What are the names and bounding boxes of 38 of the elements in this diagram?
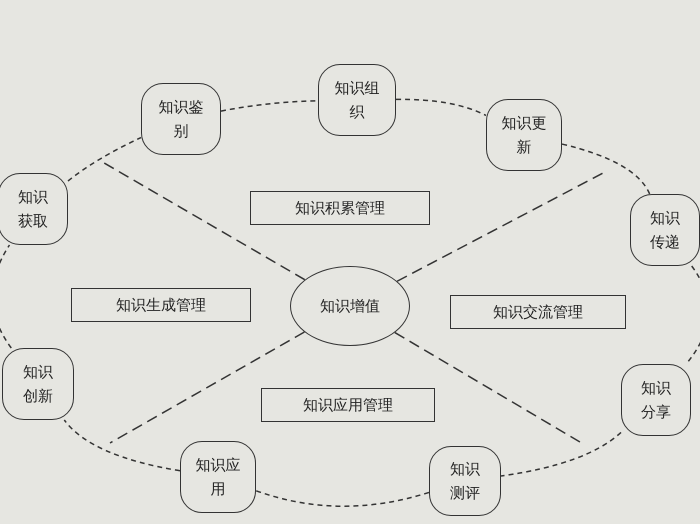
node-label: 知识分享 <box>640 378 672 423</box>
dashed-arc <box>64 420 180 472</box>
node-label: 知识组织 <box>334 78 380 123</box>
rounded-box <box>630 194 700 266</box>
dashed-arc <box>562 143 650 194</box>
node-label: 知识生成管理 <box>116 295 206 316</box>
rounded-box <box>180 441 256 513</box>
rounded-box <box>621 364 691 436</box>
dashed-arc <box>500 432 622 477</box>
node-label: 知识应用管理 <box>303 395 393 416</box>
rectangle-box <box>250 191 430 225</box>
node-label: 知识创新 <box>22 362 54 407</box>
node-label: 知识更新 <box>501 113 547 158</box>
rounded-box <box>429 446 501 516</box>
node-label: 知识测评 <box>449 459 481 504</box>
node-label: 知识积累管理 <box>295 198 385 219</box>
dashed-arc <box>396 98 486 116</box>
dashed-arc <box>220 100 318 112</box>
rounded-box <box>318 64 396 136</box>
rectangle-box <box>71 288 251 322</box>
dashed-line <box>110 331 305 444</box>
node-label: 知识获取 <box>17 187 49 232</box>
rounded-box <box>0 173 68 245</box>
dashed-arc <box>68 136 142 182</box>
dashed-arc <box>256 490 430 507</box>
node-label: 知识增值 <box>320 296 380 317</box>
rectangle-box <box>450 295 626 329</box>
rectangle-box <box>261 388 435 422</box>
node-label: 知识鉴别 <box>158 97 204 142</box>
dashed-line <box>396 171 606 282</box>
node-label: 知识应用 <box>195 455 241 500</box>
rounded-box <box>486 99 562 171</box>
rounded-box <box>2 348 74 420</box>
node-label: 知识交流管理 <box>493 302 583 323</box>
node-label: 知识传递 <box>649 208 681 253</box>
dashed-arc <box>686 266 700 364</box>
rounded-box <box>141 83 221 155</box>
dashed-arc <box>0 244 12 348</box>
